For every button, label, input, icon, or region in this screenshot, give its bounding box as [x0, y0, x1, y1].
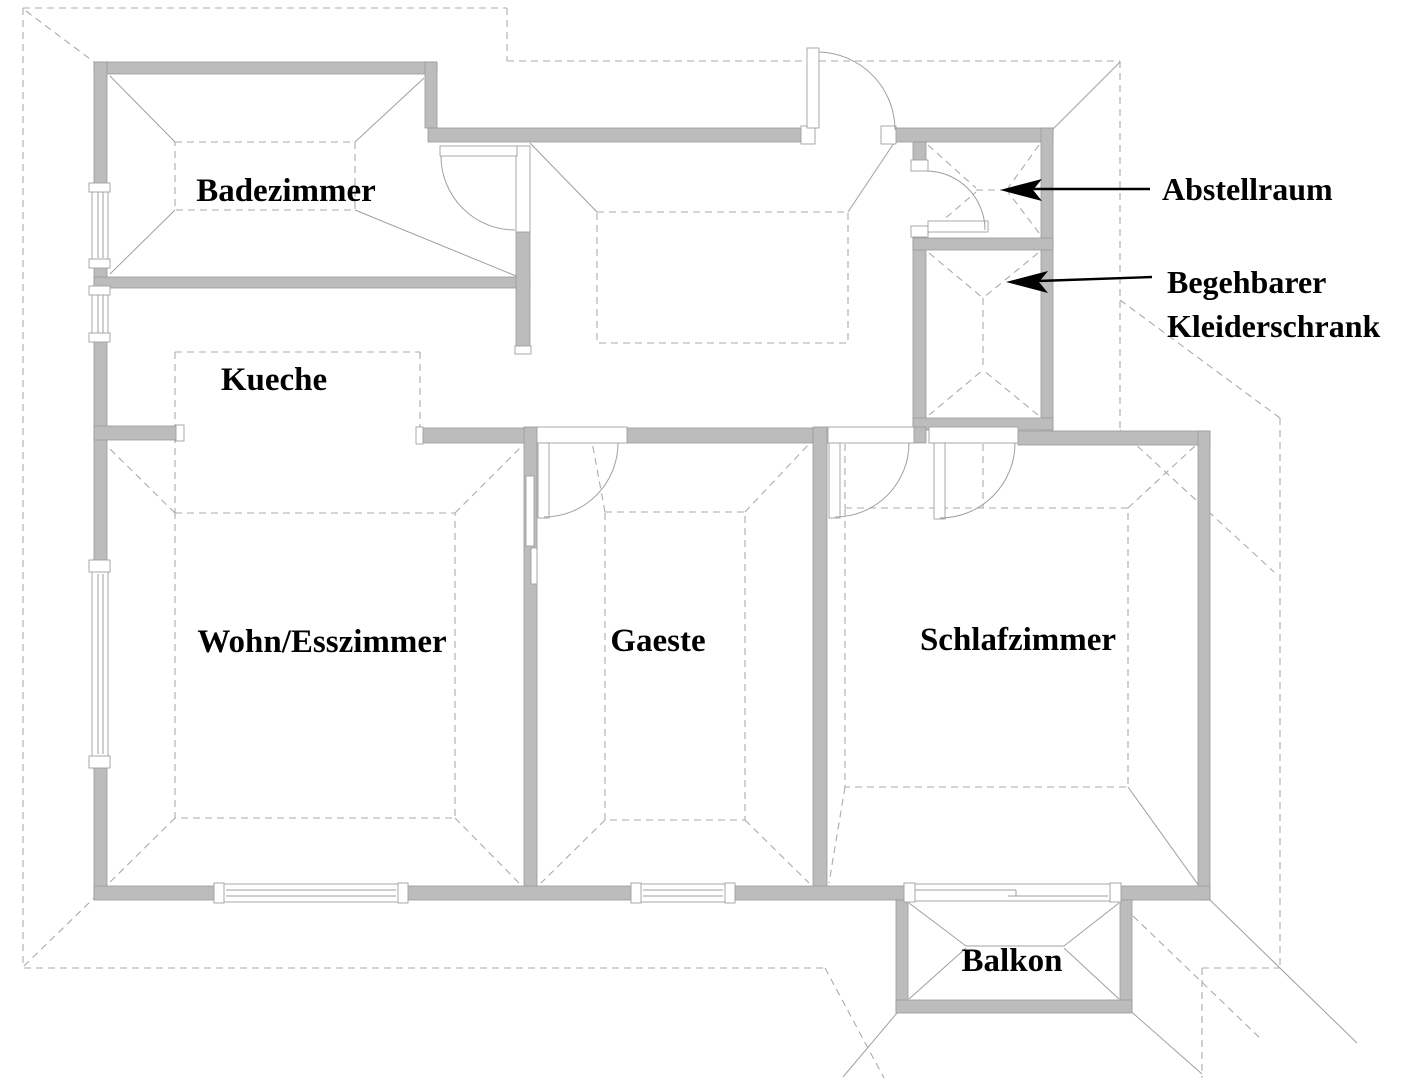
guest-room-door: [536, 426, 628, 519]
annotation-kleiderschrank-label-line1: Begehbarer: [1167, 264, 1326, 300]
balcony-sliding-door: [903, 882, 1122, 903]
room-label-schlafzimmer: Schlafzimmer: [920, 622, 1116, 658]
window-guest-south: [630, 882, 736, 904]
storage-room-door: [910, 159, 989, 238]
window-bathroom-left-lower: [88, 285, 111, 343]
annotation-kleiderschrank-label-line2: Kleiderschrank: [1167, 308, 1381, 344]
window-living-left: [88, 559, 111, 769]
bedroom-door: [827, 426, 915, 519]
room-label-badezimmer: Badezimmer: [196, 173, 376, 209]
window-living-south: [213, 882, 409, 904]
ceiling-lines-dashed: [98, 141, 1196, 894]
annotation-abstellraum: Abstellraum: [1000, 171, 1333, 207]
closet-door: [928, 426, 1019, 520]
wall-caps: [175, 345, 538, 585]
bathroom-door: [439, 145, 531, 233]
room-label-wohn-esszimmer: Wohn/Esszimmer: [197, 624, 446, 660]
window-bathroom-left-upper: [88, 182, 111, 269]
room-label-kueche: Kueche: [221, 362, 327, 398]
room-labels: Badezimmer Kueche Wohn/Esszimmer Gaeste …: [196, 173, 1116, 979]
room-label-balkon: Balkon: [962, 943, 1063, 979]
entry-door: [800, 47, 897, 145]
annotation-abstellraum-label: Abstellraum: [1162, 171, 1333, 207]
walls: [93, 61, 1211, 1014]
roof-hip-lines: [109, 61, 1358, 1078]
annotation-begehbarer-kleiderschrank: Begehbarer Kleiderschrank: [1006, 264, 1381, 344]
room-label-gaeste: Gaeste: [610, 623, 705, 659]
roof-outline-dashed: [22, 7, 1281, 1079]
